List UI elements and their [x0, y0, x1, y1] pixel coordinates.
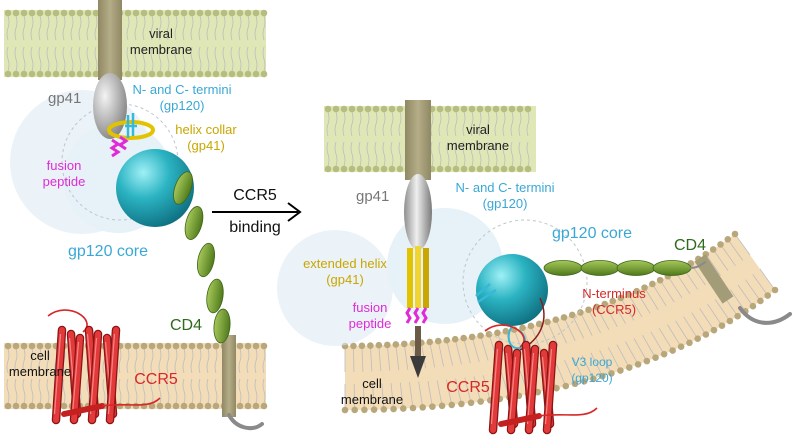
- right-fusion-peptide: [405, 307, 428, 324]
- left-termini: [125, 113, 137, 138]
- left-cd4-domain-5: [213, 308, 231, 344]
- left-cd4-domain-2: [184, 206, 204, 240]
- left-ccr5-receptor: [47, 309, 161, 425]
- right-cell-membrane-label-1: cell: [362, 376, 382, 391]
- left-gp41-label: gp41: [48, 90, 81, 107]
- right-extended-helix-label-2: (gp41): [326, 272, 364, 287]
- left-cd4-domain-4: [206, 278, 224, 314]
- right-ccr5-helix-3: [508, 350, 520, 433]
- left-helix-collar: [107, 120, 155, 140]
- right-cd4-domain-2: [580, 260, 620, 276]
- left-helix-collar-label-1: helix collar: [175, 122, 237, 137]
- left-fusion-peptide-2: [117, 135, 129, 151]
- right-cd4-domain-1: [543, 260, 583, 276]
- right-viral-membrane: [324, 100, 536, 180]
- right-gp41-label: gp41: [356, 188, 389, 205]
- right-cd4-chain: [543, 260, 707, 276]
- arrow-label-1: CCR5: [233, 187, 277, 204]
- right-extended-helix-label-1: extended helix: [303, 256, 387, 271]
- arrow-label-2: binding: [229, 219, 281, 236]
- left-cell-membrane-label-2: membrane: [9, 364, 71, 379]
- right-gp120-core-label: gp120 core: [552, 225, 632, 242]
- left-ccr5-helix-1: [53, 327, 65, 423]
- right-cd4-label: CD4: [674, 237, 706, 254]
- right-cell-membrane-label-2: membrane: [341, 392, 403, 407]
- left-gp41-transmembrane: [98, 0, 122, 80]
- left-viral-membrane-label-1: viral: [149, 26, 173, 41]
- transition-arrow: [212, 202, 302, 222]
- left-gp120-core-label: gp120 core: [68, 243, 148, 260]
- right-cd4-transmembrane: [694, 254, 734, 304]
- right-cd4-domain-4: [652, 260, 692, 276]
- left-cd4-label: CD4: [170, 317, 202, 334]
- left-termini-label-1: N- and C- termini: [133, 82, 232, 97]
- left-cell-membrane-label-1: cell: [30, 348, 50, 363]
- right-gp41-transmembrane: [405, 100, 431, 180]
- right-n-terminus-label-2: (CCR5): [592, 302, 636, 317]
- right-ccr5-label: CCR5: [446, 379, 490, 396]
- right-n-terminus-label-1: N-terminus: [582, 286, 646, 301]
- right-v3-loop-label-2: (gp120): [571, 371, 612, 385]
- left-cd4-chain: [173, 171, 231, 344]
- left-termini-label-2: (gp120): [160, 98, 205, 113]
- left-cd4-domain-1: [173, 171, 193, 205]
- right-fusion-peptide-label-2: peptide: [349, 316, 392, 331]
- left-fusion-peptide: [109, 138, 121, 158]
- left-ccr5-label: CCR5: [134, 371, 178, 388]
- right-termini: [475, 283, 497, 304]
- left-cd4-transmembrane: [222, 335, 236, 417]
- left-cd4-tail: [227, 413, 264, 431]
- left-gp120-core: [116, 149, 194, 227]
- right-viral-membrane-label-1: viral: [466, 122, 490, 137]
- right-gp120-core: [476, 254, 548, 326]
- right-gp41: [404, 174, 432, 250]
- left-ccr5-helix-3: [71, 335, 83, 423]
- left-fusion-peptide-label-1: fusion: [47, 158, 82, 173]
- left-fusion-peptide-label-2: peptide: [43, 174, 86, 189]
- right-cd4-domain-3: [616, 260, 656, 276]
- left-cd4-domain-3: [197, 242, 215, 278]
- right-v3-loop-label-1: V3 loop: [572, 355, 613, 369]
- left-helix-collar-label-2: (gp41): [187, 138, 225, 153]
- right-termini-label-2: (gp120): [483, 196, 528, 211]
- right-cd4-tail: [738, 306, 792, 325]
- right-ccr5-helix-1: [490, 342, 502, 433]
- right-ccr5-receptor: [484, 324, 598, 435]
- left-viral-membrane-label-2: membrane: [130, 42, 192, 57]
- right-fusion-peptide-label-1: fusion: [353, 300, 388, 315]
- right-termini-label-1: N- and C- termini: [456, 180, 555, 195]
- right-viral-membrane-label-2: membrane: [447, 138, 509, 153]
- left-viral-membrane: [4, 0, 268, 80]
- right-insertion-arrow: [410, 326, 426, 378]
- right-extended-helix: [407, 246, 429, 308]
